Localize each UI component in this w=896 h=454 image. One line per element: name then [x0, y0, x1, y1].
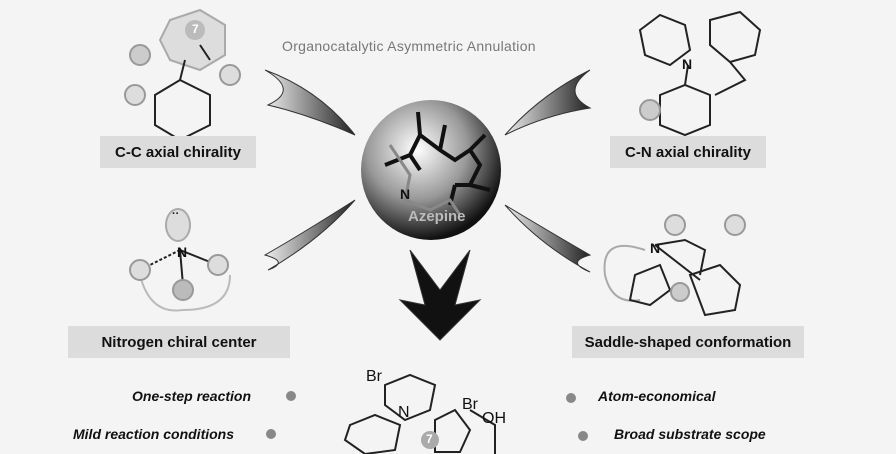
atom-n-saddle: N	[650, 240, 661, 256]
label-cn-axial: C-N axial chirality	[610, 136, 766, 168]
diagram-title: Organocatalytic Asymmetric Annulation	[282, 38, 536, 54]
label-nitrogen-center: Nitrogen chiral center	[68, 326, 290, 358]
label-cc-axial: C-C axial chirality	[100, 136, 256, 168]
bullet-dot	[286, 391, 296, 401]
nitrogen-molecule	[129, 208, 231, 312]
ring-label-product: 7	[426, 432, 433, 446]
atom-br-1: Br	[366, 368, 382, 385]
bullet-dot	[578, 431, 588, 441]
arrow-icons	[263, 69, 592, 341]
saddle-molecule	[603, 214, 746, 317]
label-saddle: Saddle-shaped conformation	[572, 326, 804, 358]
lone-pair: ··	[172, 208, 180, 220]
cn-molecule	[638, 10, 762, 137]
product-molecule	[343, 373, 496, 454]
ring-label-cc: 7	[192, 22, 199, 36]
atom-n-cn: N	[682, 56, 693, 72]
atom-n-nitrogen: N	[177, 244, 188, 260]
bullet-dot	[566, 393, 576, 403]
center-molecule	[384, 111, 491, 206]
atom-br-2: Br	[462, 396, 478, 413]
atom-n-product: N	[398, 404, 410, 421]
atom-oh: OH	[482, 410, 506, 427]
azepine-label: Azepine	[408, 208, 466, 225]
feature-one-step: One-step reaction	[132, 388, 252, 404]
feature-mild: Mild reaction conditions	[73, 426, 235, 442]
azepine-sphere	[361, 100, 501, 240]
cc-molecule	[124, 8, 241, 142]
bullet-dot	[266, 429, 276, 439]
azepine-n: N	[400, 186, 411, 202]
feature-broad-scope: Broad substrate scope	[614, 426, 766, 442]
feature-atom-economical: Atom-economical	[598, 388, 716, 404]
